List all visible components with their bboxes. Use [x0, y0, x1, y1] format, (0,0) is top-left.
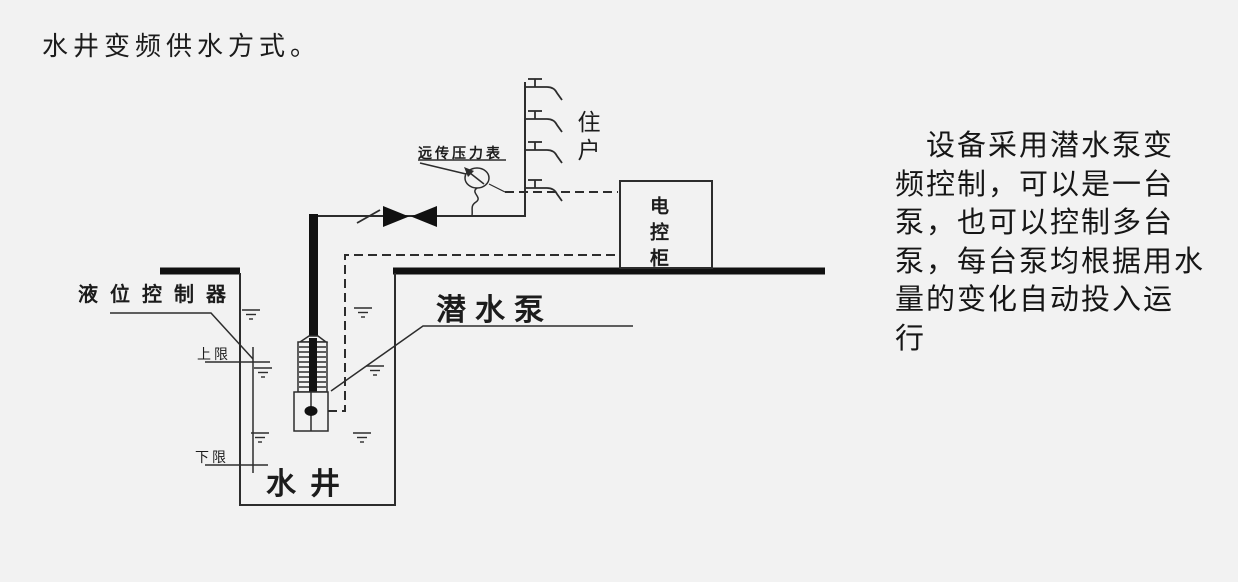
pump-discharge-pipe	[309, 214, 318, 336]
upper-limit-label: 上限	[197, 346, 231, 362]
lower-limit-label: 下限	[195, 449, 229, 465]
submersible-pump-icon	[293, 335, 329, 432]
water-well-label: 水井	[266, 468, 354, 501]
well-outline	[239, 273, 396, 506]
residents-label: 住户	[574, 110, 600, 166]
pump-cable-dashed-line	[328, 254, 618, 412]
pressure-gauge-label: 远传压力表	[418, 145, 503, 161]
faucet-icon	[525, 78, 563, 202]
pump-label-leader-line	[330, 325, 633, 392]
description-paragraph: 设备采用潜水泵变 频控制，可以是一台 泵，也可以控制多台 泵，每台泵均根据用水 …	[895, 130, 1206, 355]
valve-icon	[356, 206, 437, 227]
control-cabinet-box	[619, 180, 713, 269]
level-controller-leader-line	[110, 312, 254, 360]
water-level-icon	[242, 307, 384, 443]
pressure-gauge-icon	[418, 159, 506, 217]
level-controller-label: 液位控制器	[78, 284, 238, 306]
control-cabinet-label: 电控柜	[647, 196, 668, 274]
submersible-pump-label: 潜水泵	[436, 294, 553, 327]
page-title: 水井变频供水方式。	[42, 31, 322, 61]
